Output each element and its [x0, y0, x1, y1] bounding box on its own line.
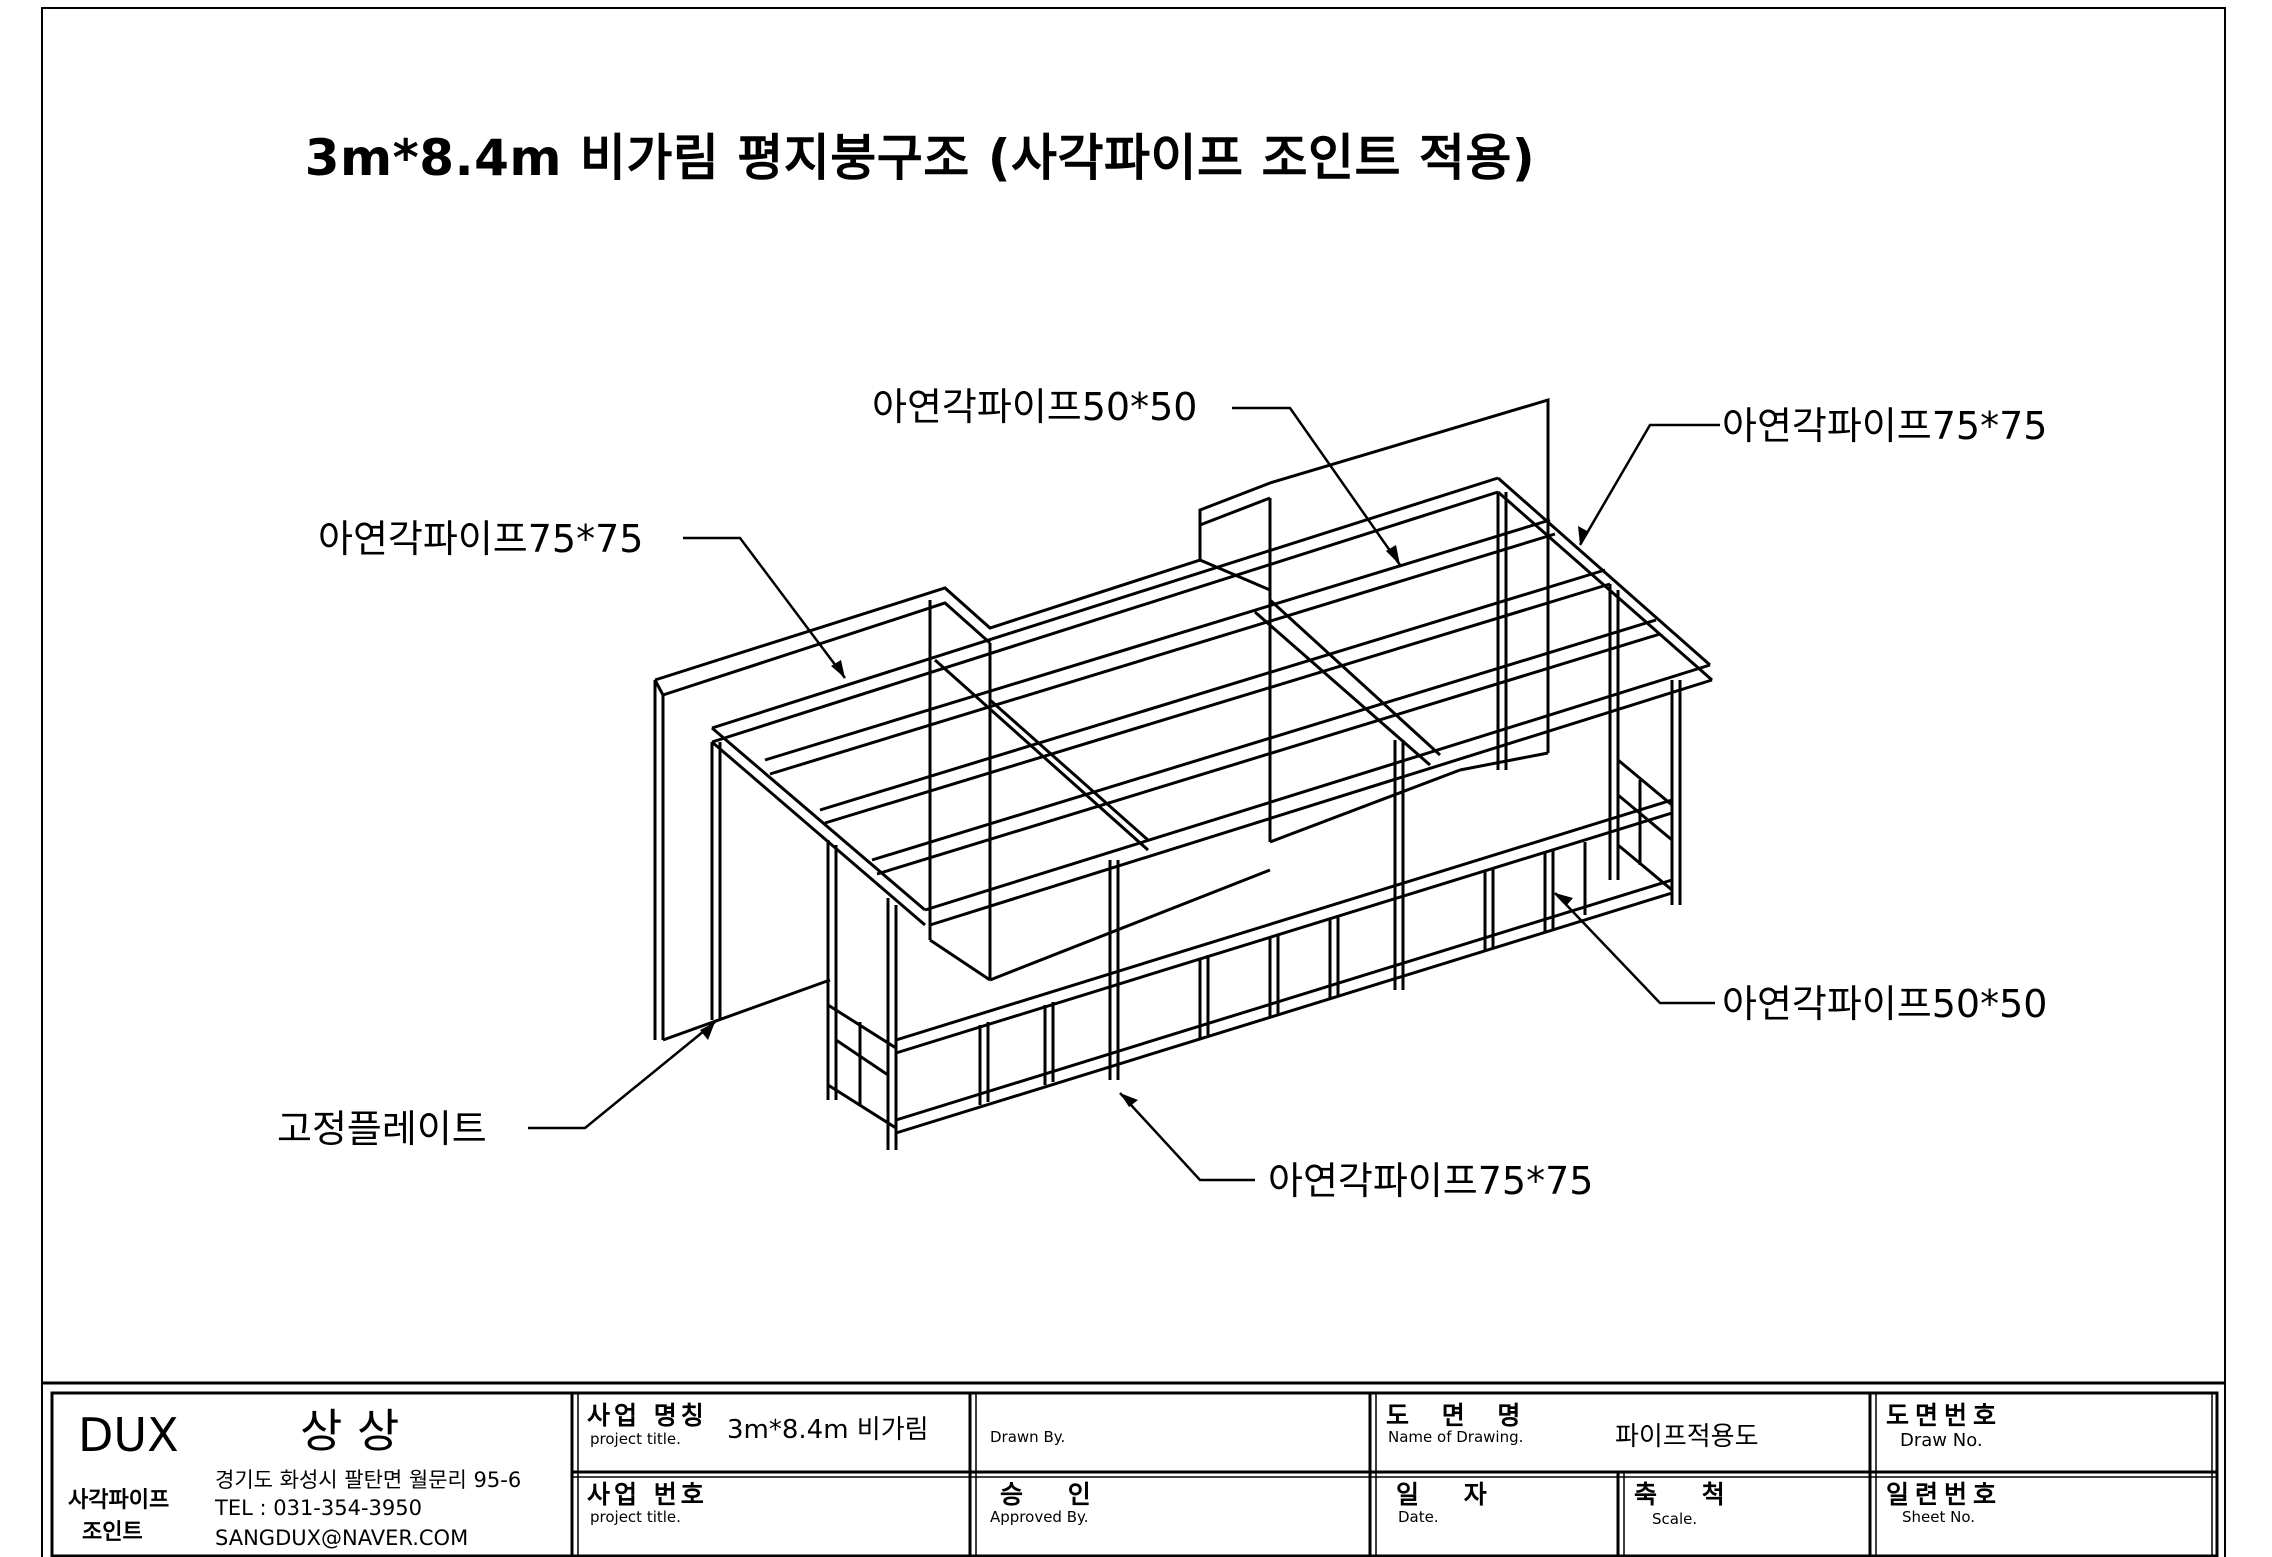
callout-bottom-center: 아연각파이프75*75	[1268, 1159, 1594, 1203]
date-sub: Date.	[1398, 1508, 1439, 1526]
callout-top-right: 아연각파이프75*75	[1722, 404, 2048, 448]
company-email: SANGDUX@NAVER.COM	[215, 1526, 469, 1550]
project-name-label: 사업 명칭	[587, 1401, 708, 1430]
sheet-no-sub: Sheet No.	[1902, 1508, 1976, 1526]
scale-sub: Scale.	[1652, 1510, 1698, 1528]
sheet-border	[41, 7, 2226, 1557]
company-address: 경기도 화성시 팔탄면 월문리 95-6	[215, 1468, 522, 1492]
title-block-grid	[42, 1381, 2225, 1557]
company-en: DUX	[78, 1408, 179, 1462]
callout-right: 아연각파이프50*50	[1722, 982, 2048, 1026]
product-line-2: 조인트	[82, 1520, 143, 1545]
project-name-value: 3m*8.4m 비가림	[727, 1415, 929, 1445]
drawing-name-sub: Name of Drawing.	[1388, 1428, 1524, 1446]
product-line-1: 사각파이프	[68, 1488, 170, 1513]
project-name-sub: project title.	[590, 1430, 681, 1448]
date-label: 일 자	[1396, 1480, 1505, 1509]
company-tel: TEL : 031-354-3950	[215, 1496, 422, 1520]
sheet-no-label: 일련번호	[1886, 1480, 2003, 1509]
leader-arrowheads	[700, 526, 1589, 1107]
callout-top-center: 아연각파이프50*50	[872, 385, 1198, 429]
drawing-title: 3m*8.4m 비가림 평지붕구조 (사각파이프 조인트 적용)	[304, 129, 1536, 187]
leader-lines	[528, 406, 1720, 1182]
drawing-name-value: 파이프적용도	[1615, 1422, 1759, 1452]
company-ko: 상 상	[300, 1404, 400, 1458]
lower-frame	[827, 758, 1673, 1135]
scale-label: 축 척	[1634, 1480, 1743, 1509]
callout-left: 아연각파이프75*75	[318, 517, 644, 561]
project-no-label: 사업 번호	[587, 1480, 708, 1509]
roof-frame	[711, 476, 1713, 927]
drawing-name-label: 도 면 명	[1386, 1401, 1533, 1430]
approved-label: 승 인	[1000, 1480, 1109, 1509]
draw-no-sub: Draw No.	[1900, 1430, 1983, 1451]
project-no-sub: project title.	[590, 1508, 681, 1526]
approved-sub: Approved By.	[990, 1508, 1089, 1526]
draw-no-label: 도면번호	[1886, 1401, 2003, 1430]
drawn-by-label: Drawn By.	[990, 1428, 1066, 1446]
back-wall	[653, 397, 1550, 1042]
callout-bottom-left: 고정플레이트	[277, 1107, 487, 1151]
